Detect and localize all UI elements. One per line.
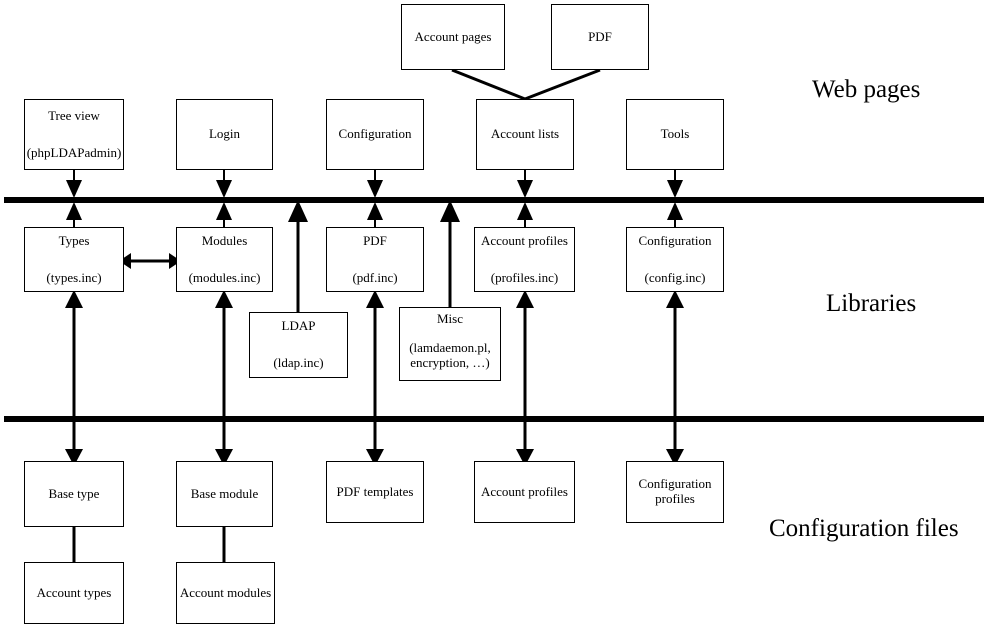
node-configuration-lib-label: Configuration [638,232,712,248]
connector-pdf-templates-to-pdf-lib [366,290,384,466]
node-ldap-label: LDAP [281,318,316,334]
node-ldap-sublabel: (ldap.inc) [273,355,324,370]
node-base-type-label: Base type [48,485,100,501]
node-configuration-lib-sublabel: (config.inc) [644,269,706,285]
node-pdf-lib-sublabel: (pdf.inc) [352,269,398,285]
node-configuration-profiles[interactable]: Configuration profiles [626,461,724,523]
node-configuration-web-label: Configuration [338,126,412,142]
node-tree-view-label: Tree view [48,107,100,123]
node-types[interactable]: Types (types.inc) [24,227,124,292]
node-tree-view-sublabel: (phpLDAPadmin) [26,144,122,160]
node-account-types[interactable]: Account types [24,562,124,624]
node-base-module[interactable]: Base module [176,461,273,527]
node-pdf-top-label: PDF [588,28,612,44]
node-login-label: Login [208,126,241,142]
connector-configuration-profiles-link [666,290,684,466]
node-account-pages[interactable]: Account pages [401,4,505,70]
node-account-profiles-lib-sublabel: (profiles.inc) [490,269,559,285]
node-tools[interactable]: Tools [626,99,724,170]
connector-pdf-top-to-account-lists [524,68,601,101]
connector-configuration-lib-to-bar1 [667,202,683,227]
node-types-label: Types [58,232,90,248]
node-pdf-templates[interactable]: PDF templates [326,461,424,523]
node-misc[interactable]: Misc (lamdaemon.pl, encryption, …) [399,307,501,381]
connector-account-profiles-lib-to-bar1 [517,202,533,227]
node-modules-sublabel: (modules.inc) [188,269,261,285]
node-account-lists-label: Account lists [490,126,560,142]
node-modules[interactable]: Modules (modules.inc) [176,227,273,292]
node-account-types-label: Account types [36,584,112,600]
connector-types-modules-bidirectional [119,253,181,269]
node-modules-label: Modules [201,232,248,248]
node-misc-sublabel: (lamdaemon.pl, encryption, …) [409,339,491,370]
node-configuration-web[interactable]: Configuration [326,99,424,170]
node-tree-view[interactable]: Tree view (phpLDAPadmin) [24,99,124,170]
node-pdf-top[interactable]: PDF [551,4,649,70]
node-account-modules[interactable]: Account modules [176,562,275,624]
node-account-profiles-lib-label: Account profiles [480,232,568,248]
node-pdf-lib[interactable]: PDF (pdf.inc) [326,227,424,292]
node-configuration-profiles-sublabel: profiles [655,491,695,506]
node-configuration-profiles-label: Configuration [638,476,712,492]
node-account-modules-label: Account modules [179,584,272,600]
connector-misc-to-bar1 [440,200,460,307]
node-account-profiles-file[interactable]: Account profiles [474,461,575,523]
node-account-pages-label: Account pages [414,28,492,44]
node-types-sublabel: (types.inc) [46,269,102,285]
zone-label-configuration-files: Configuration files [769,515,959,542]
connector-base-type-to-types [65,290,83,466]
separator-bar-web-libraries [4,197,984,203]
connector-configuration-web-to-bar1 [367,170,383,198]
node-account-profiles-lib[interactable]: Account profiles (profiles.inc) [474,227,575,292]
node-pdf-templates-label: PDF templates [336,483,414,499]
node-login[interactable]: Login [176,99,273,170]
node-ldap[interactable]: LDAP (ldap.inc) [249,312,348,378]
connector-pdf-lib-to-bar1 [367,202,383,227]
node-misc-label: Misc [437,311,463,326]
node-configuration-lib[interactable]: Configuration (config.inc) [626,227,724,292]
zone-label-libraries: Libraries [826,290,917,317]
node-account-lists[interactable]: Account lists [476,99,574,170]
connector-account-lists-to-bar1 [517,170,533,198]
connector-tree-view-to-bar1 [66,170,82,198]
node-account-profiles-file-label: Account profiles [480,483,568,499]
node-tools-label: Tools [660,126,690,142]
connector-modules-to-bar1 [216,202,232,227]
zone-label-web-pages: Web pages [812,76,921,103]
connector-base-module-to-modules [215,290,233,466]
node-base-type[interactable]: Base type [24,461,124,527]
node-pdf-lib-label: PDF [363,232,387,248]
separator-bar-libraries-config [4,416,984,422]
connector-types-to-bar1 [66,202,82,227]
node-base-module-label: Base module [190,485,259,501]
connector-ldap-to-bar1 [288,200,308,312]
connector-login-to-bar1 [216,170,232,198]
connector-account-pages-to-account-lists [451,68,526,101]
connector-tools-to-bar1 [667,170,683,198]
connector-account-profiles-link [516,290,534,466]
